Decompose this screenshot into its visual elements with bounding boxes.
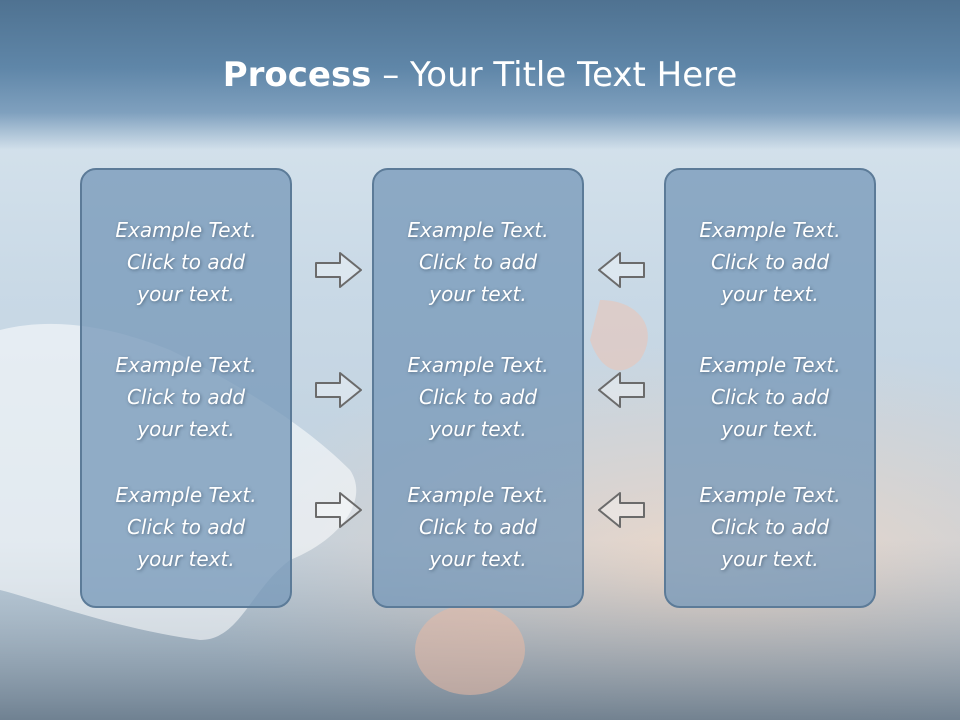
text-line: Example Text.	[407, 483, 549, 507]
arrow-left-icon[interactable]	[596, 250, 646, 290]
text-line: Example Text.	[115, 483, 257, 507]
text-line: Click to add	[126, 515, 246, 539]
text-block[interactable]: Example Text. Click to add your text.	[666, 479, 874, 575]
text-block[interactable]: Example Text. Click to add your text.	[374, 349, 582, 445]
text-line: Click to add	[126, 385, 246, 409]
text-line: your text.	[137, 282, 235, 306]
text-block[interactable]: Example Text. Click to add your text.	[374, 479, 582, 575]
text-line: your text.	[721, 417, 819, 441]
panel-middle[interactable]: Example Text. Click to add your text. Ex…	[372, 168, 584, 608]
text-line: your text.	[721, 282, 819, 306]
title-bar	[0, 0, 960, 150]
text-line: your text.	[137, 417, 235, 441]
text-block[interactable]: Example Text. Click to add your text.	[666, 349, 874, 445]
text-line: Example Text.	[407, 218, 549, 242]
text-line: Click to add	[418, 515, 538, 539]
text-line: Example Text.	[699, 218, 841, 242]
arrow-left-icon[interactable]	[596, 370, 646, 410]
text-line: Click to add	[710, 515, 830, 539]
text-block[interactable]: Example Text. Click to add your text.	[82, 479, 290, 575]
text-line: Click to add	[418, 385, 538, 409]
arrow-right-icon[interactable]	[314, 250, 364, 290]
text-line: Example Text.	[115, 353, 257, 377]
text-line: your text.	[721, 547, 819, 571]
text-line: Click to add	[710, 385, 830, 409]
text-line: your text.	[429, 282, 527, 306]
text-line: Example Text.	[699, 353, 841, 377]
text-line: your text.	[429, 547, 527, 571]
text-block[interactable]: Example Text. Click to add your text.	[82, 349, 290, 445]
text-line: Click to add	[126, 250, 246, 274]
slide-title[interactable]: Process – Your Title Text Here	[0, 52, 960, 98]
panel-left[interactable]: Example Text. Click to add your text. Ex…	[80, 168, 292, 608]
text-block[interactable]: Example Text. Click to add your text.	[666, 214, 874, 310]
text-line: Click to add	[418, 250, 538, 274]
title-rest-part: – Your Title Text Here	[371, 55, 738, 95]
text-line: Example Text.	[699, 483, 841, 507]
text-block[interactable]: Example Text. Click to add your text.	[374, 214, 582, 310]
text-line: your text.	[137, 547, 235, 571]
title-bold-part: Process	[222, 55, 372, 95]
panel-right[interactable]: Example Text. Click to add your text. Ex…	[664, 168, 876, 608]
arrow-right-icon[interactable]	[314, 370, 364, 410]
text-block[interactable]: Example Text. Click to add your text.	[82, 214, 290, 310]
arrow-right-icon[interactable]	[314, 490, 364, 530]
text-line: your text.	[429, 417, 527, 441]
text-line: Example Text.	[407, 353, 549, 377]
arrow-left-icon[interactable]	[596, 490, 646, 530]
text-line: Example Text.	[115, 218, 257, 242]
text-line: Click to add	[710, 250, 830, 274]
